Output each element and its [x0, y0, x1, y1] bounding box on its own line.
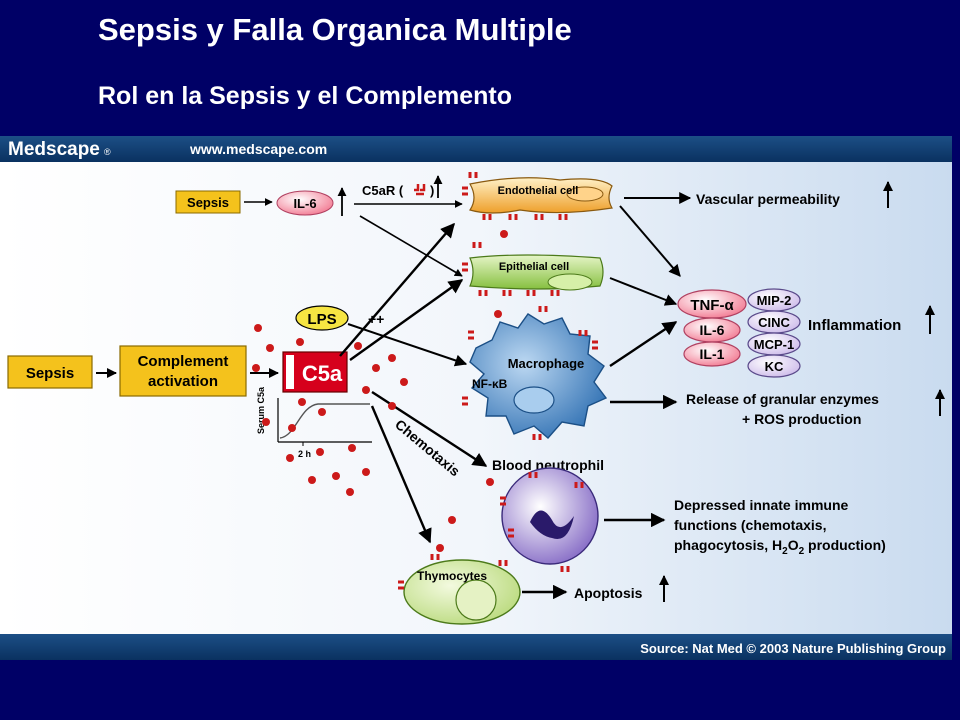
sepsis-main-label: Sepsis	[26, 365, 74, 382]
depressed-label-3: phagocytosis, H2O2 production)	[674, 537, 886, 557]
c5ar-label: C5aR (	[362, 183, 404, 198]
medscape-registered-mark: ®	[104, 147, 111, 157]
figure-footer-bar	[0, 634, 952, 660]
lps-plusplus: ++	[368, 311, 384, 327]
il6-label: IL-6	[700, 322, 725, 338]
arrow-lps-macrophage	[347, 323, 468, 367]
blood-neutrophil-label: Blood neutrophil	[492, 457, 604, 473]
macrophage-label: Macrophage	[508, 356, 585, 371]
medscape-url: www.medscape.com	[189, 141, 327, 157]
il6-top-label: IL-6	[293, 196, 316, 211]
kc-oval	[747, 354, 801, 378]
figure-source: Source: Nat Med © 2003 Nature Publishing…	[640, 641, 946, 656]
complement-activation-box	[119, 345, 247, 397]
c5a-label: C5a	[302, 361, 343, 386]
arrow-epithelial-cytokines	[609, 277, 678, 306]
mcp1-label: MCP-1	[754, 337, 794, 352]
granular-enzymes-label: Release of granular enzymes	[686, 391, 879, 407]
epithelial-nucleus	[547, 273, 593, 291]
macrophage-nucleus	[513, 386, 555, 414]
vascular-permeability-label: Vascular permeability	[696, 191, 840, 207]
endothelial-nucleus	[566, 186, 604, 202]
il1-label: IL-1	[700, 346, 725, 362]
depressed-label-2: functions (chemotaxis,	[674, 517, 826, 533]
slide-title: Sepsis y Falla Organica Multiple	[98, 12, 572, 47]
arrow-il6-epithelial	[359, 215, 463, 277]
lps-oval	[295, 305, 349, 331]
slide-subtitle: Rol en la Sepsis y el Complemento	[98, 82, 513, 110]
neutrophil-cell	[501, 467, 599, 565]
sepsis-top-box	[175, 190, 241, 214]
arrow-endothelial-cytokines	[619, 205, 681, 277]
kc-label: KC	[765, 359, 784, 374]
complement-sepsis-diagram: Medscape ® www.medscape.com Source: Nat …	[0, 136, 952, 660]
serum-two-hour-label: 2 h	[298, 449, 311, 459]
endothelial-cell	[469, 177, 613, 214]
sepsis-top-label: Sepsis	[187, 195, 229, 210]
depressed-label-1: Depressed innate immune	[674, 497, 848, 513]
sepsis-main-box	[7, 355, 93, 389]
nfkb-label: NF-κB	[472, 377, 508, 391]
c5a-box-highlight	[286, 355, 294, 389]
il1-oval	[683, 341, 741, 367]
complement-activation-label-1: Complement	[138, 353, 229, 370]
inflammation-label: Inflammation	[808, 317, 901, 334]
medscape-logo: Medscape	[8, 139, 100, 160]
complement-activation-label-2: activation	[148, 373, 218, 390]
neutrophil-receptors	[500, 472, 584, 572]
depressed-label-end: production)	[804, 537, 886, 553]
il6-top-oval	[276, 190, 334, 216]
arrow-c5a-epithelial	[349, 279, 464, 361]
apoptosis-label: Apoptosis	[574, 585, 643, 601]
serum-c5a-axis-label: Serum C5a	[256, 386, 266, 434]
cinc-label: CINC	[758, 315, 790, 330]
c5ar-receptor-icon	[414, 184, 426, 196]
arrow-c5a-endothelial	[339, 222, 455, 357]
depressed-oxygen: O	[788, 537, 799, 553]
depressed-label-3a: phagocytosis, H	[674, 537, 782, 553]
endothelial-label: Endothelial cell	[498, 185, 579, 197]
c5ar-label-end: )	[430, 183, 434, 198]
thymocytes-label: Thymocytes	[417, 569, 487, 583]
thymocyte-nucleus	[455, 579, 497, 621]
macrophage-receptors	[462, 306, 598, 440]
arrow-macrophage-cytokines	[609, 321, 678, 367]
ros-production-label: + ROS production	[742, 411, 861, 427]
depressed-sub-2: 2	[799, 546, 805, 557]
macrophage-cell	[469, 313, 608, 439]
neutrophil-nucleus	[530, 510, 574, 540]
serum-c5a-curve	[279, 403, 370, 439]
epithelial-label: Epithelial cell	[499, 261, 569, 273]
depressed-sub-1: 2	[782, 546, 788, 557]
lps-label: LPS	[307, 311, 336, 328]
thymocyte-receptors	[398, 554, 508, 590]
endothelial-receptors	[462, 172, 568, 220]
epithelial-receptors	[462, 242, 560, 296]
figure-header-bar	[0, 136, 952, 162]
mip2-label: MIP-2	[757, 293, 792, 308]
tnf-alpha-label: TNF-α	[690, 297, 734, 314]
arrow-c5a-thymocytes	[370, 405, 432, 544]
